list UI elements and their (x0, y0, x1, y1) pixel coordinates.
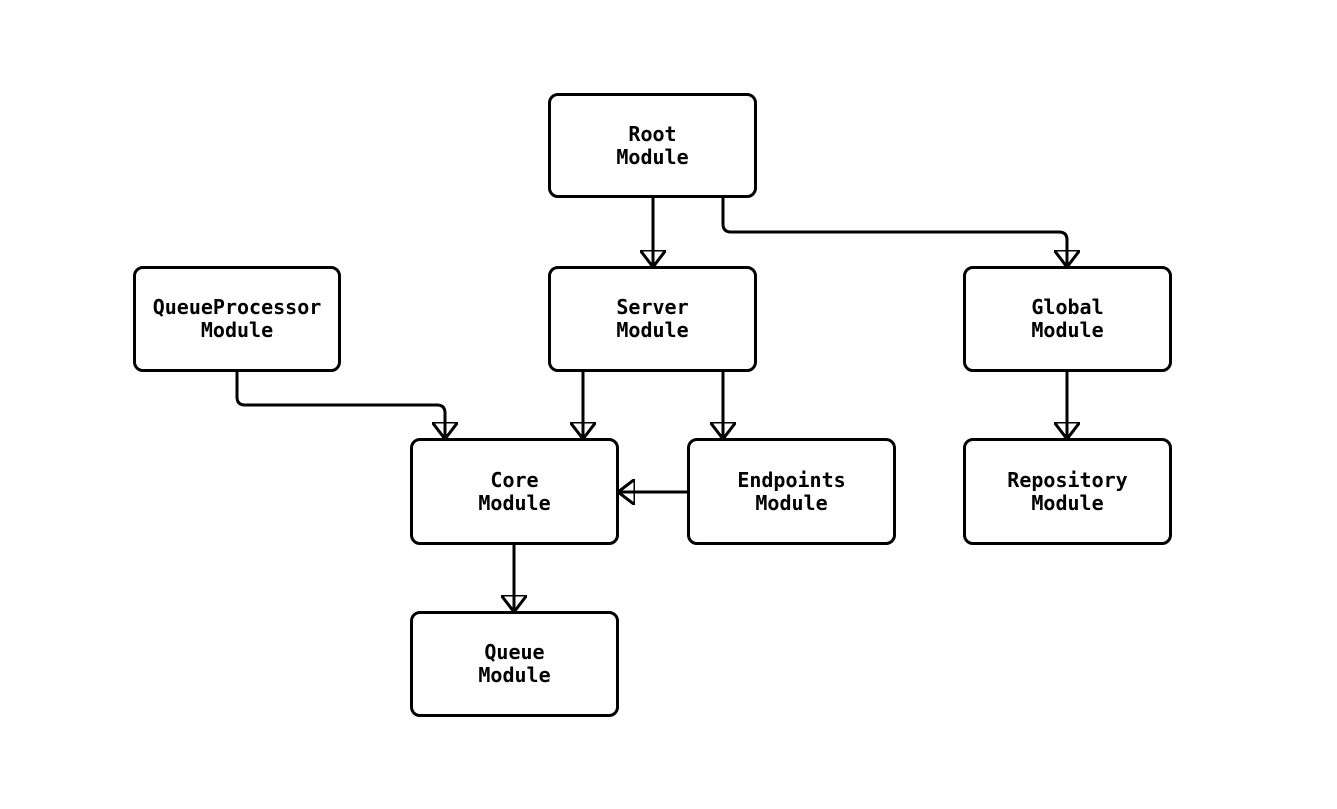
node-server-module-label: Server Module (616, 295, 689, 342)
node-server-module: Server Module (548, 266, 757, 372)
node-root-module-label: Root Module (616, 121, 689, 169)
node-global-module: Global Module (963, 266, 1172, 372)
node-global-module-label: Global Module (1031, 295, 1104, 342)
node-queue-module: Queue Module (410, 611, 619, 717)
node-root-module: Root Module (548, 93, 757, 198)
node-queue-module-label: Queue Module (478, 640, 551, 687)
edge-root-to-global (721, 198, 1067, 266)
node-core-module-label: Core Module (478, 467, 551, 515)
node-queueprocessor-module-label: QueueProcessor Module (152, 295, 322, 342)
node-endpoints-module-label: Endpoints Module (737, 467, 846, 515)
node-repository-module-label: Repository Module (1007, 467, 1128, 515)
node-core-module: Core Module (410, 438, 619, 545)
node-endpoints-module: Endpoints Module (687, 438, 896, 545)
edge-queueprocessor-to-core (235, 372, 445, 438)
node-repository-module: Repository Module (963, 438, 1172, 545)
node-queueprocessor-module: QueueProcessor Module (133, 266, 341, 372)
